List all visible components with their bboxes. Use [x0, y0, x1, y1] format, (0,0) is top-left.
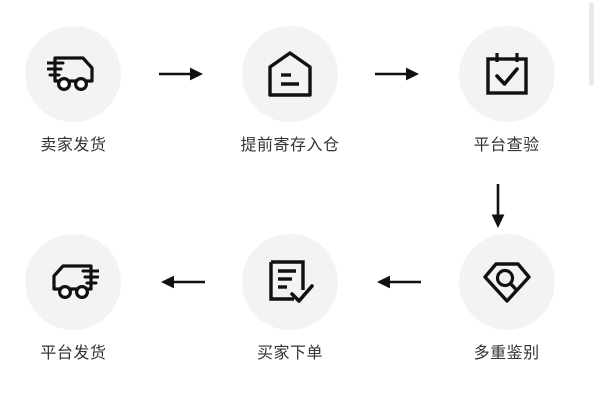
flow-step-icon-badge: [242, 234, 338, 330]
flow-row-bottom: 平台发货 买家下单: [0, 234, 580, 384]
flow-step-icon-badge: [458, 234, 555, 330]
flow-connector-right-2: [363, 26, 433, 122]
truck-right-icon: [47, 56, 94, 92]
flow-connector-down: [474, 183, 522, 231]
arrow-down-icon: [491, 184, 505, 228]
flow-step-label: 平台发货: [40, 345, 107, 362]
flow-step-icon-badge: [25, 26, 122, 122]
flow-step-warehouse-deposit[interactable]: 提前寄存入仓: [217, 26, 364, 156]
page-scrollbar-track[interactable]: [589, 0, 597, 414]
flow-step-multi-authentication[interactable]: 多重鉴别: [433, 234, 580, 364]
flow-step-label: 买家下单: [257, 345, 324, 362]
arrow-left-icon: [377, 275, 422, 289]
order-check-icon: [269, 260, 314, 303]
flow-row-top: 卖家发货 提前寄存入仓: [0, 26, 580, 176]
flow-connector-left-1: [147, 234, 217, 330]
flow-step-buyer-order[interactable]: 买家下单: [217, 234, 364, 364]
diamond-magnifier-icon: [482, 262, 531, 303]
flow-connector-left-2: [363, 234, 433, 330]
truck-left-icon: [52, 264, 100, 300]
flow-step-label: 平台查验: [473, 137, 540, 154]
page-scrollbar-thumb[interactable]: [589, 2, 594, 86]
flow-step-platform-ship[interactable]: 平台发货: [0, 234, 147, 364]
arrow-right-icon: [375, 67, 420, 81]
flow-step-label: 提前寄存入仓: [240, 137, 340, 154]
flow-step-platform-inspection[interactable]: 平台查验: [433, 26, 580, 156]
warehouse-document-icon: [268, 51, 312, 97]
flow-step-icon-badge: [458, 26, 555, 122]
flow-step-icon-badge: [242, 26, 338, 122]
flow-step-label: 多重鉴别: [473, 345, 540, 362]
arrow-left-icon: [160, 275, 205, 289]
flow-step-seller-ship[interactable]: 卖家发货: [0, 26, 147, 156]
flow-step-label: 卖家发货: [40, 137, 107, 154]
calendar-check-icon: [485, 53, 528, 95]
flow-connector-right-1: [147, 26, 217, 122]
arrow-right-icon: [158, 67, 203, 81]
flow-step-icon-badge: [25, 234, 122, 330]
